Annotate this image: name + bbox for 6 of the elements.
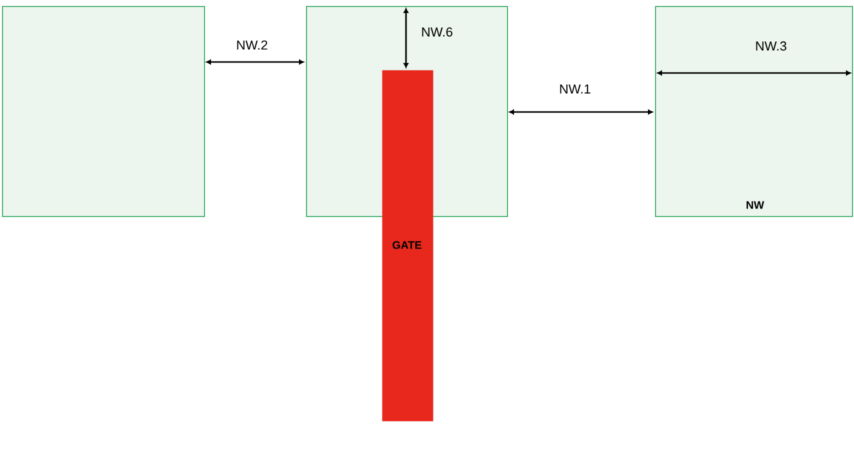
dimension-label: NW.3 — [756, 41, 786, 51]
dimension-label: NW.6 — [422, 27, 452, 37]
well-region — [2, 6, 205, 217]
dimension-label: NW.1 — [560, 84, 590, 94]
gate-region: GATE — [382, 70, 434, 422]
dimension-label: NW.2 — [237, 40, 268, 50]
